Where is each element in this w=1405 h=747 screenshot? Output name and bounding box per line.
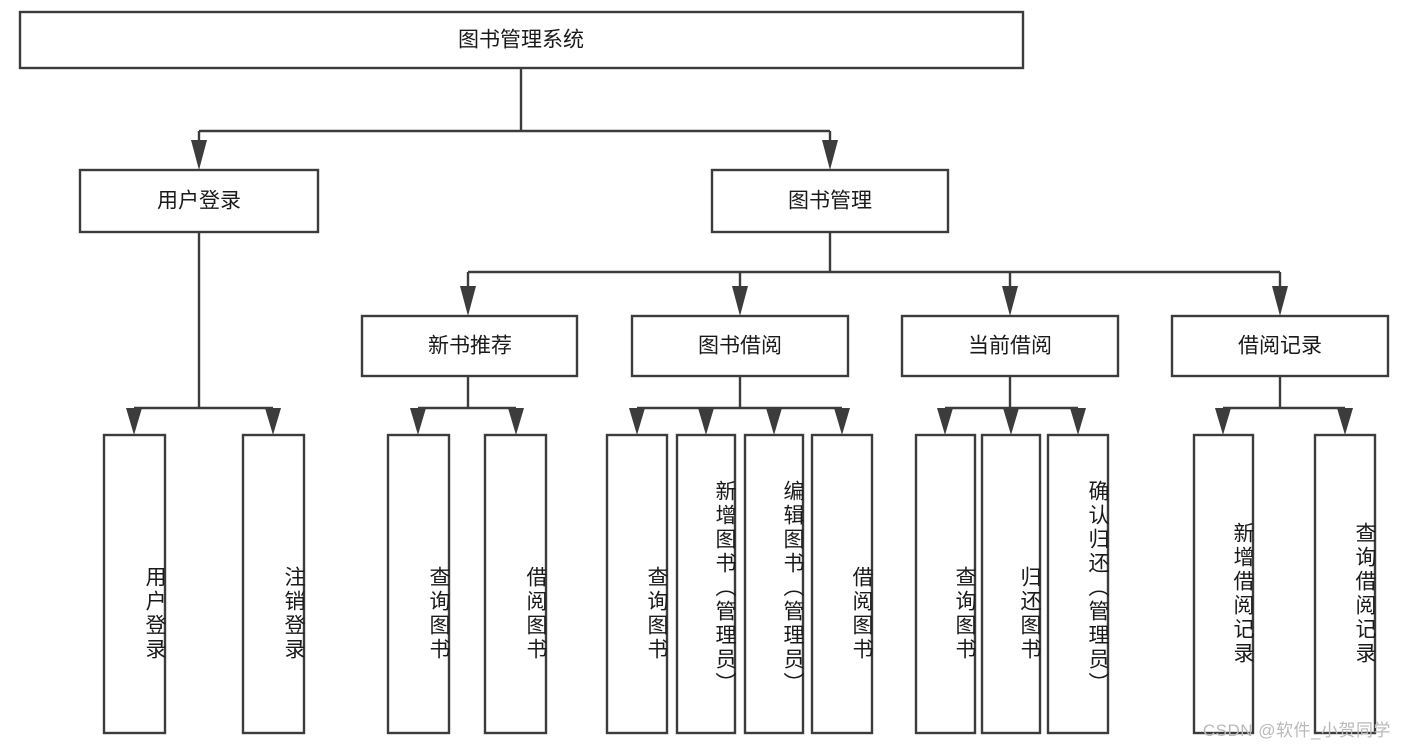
arrow-head-leaf-query-book-3: [937, 408, 953, 435]
arrow-head-new-book-recommend: [460, 286, 476, 316]
node-box-root: [18, 10, 1025, 70]
node-book-management[interactable]: 图书管理: [710, 168, 950, 234]
node-current-borrow[interactable]: 当前借阅: [900, 314, 1120, 378]
arrow-head-leaf-query-book-1: [410, 408, 426, 435]
edges-root-to-level2: [191, 68, 838, 170]
node-label-current-borrow: 当前借阅: [968, 335, 1052, 358]
node-borrow-record[interactable]: 借阅记录: [1170, 314, 1390, 378]
arrow-head-leaf-add-record: [1215, 408, 1231, 435]
node-book-borrow[interactable]: 图书借阅: [630, 314, 850, 378]
arrow-head-leaf-user-login: [126, 408, 142, 435]
arrow-head-leaf-query-record: [1337, 408, 1353, 435]
node-label-book-borrow: 图书借阅: [698, 335, 782, 358]
edges-currentborrow-to-leaves: [937, 376, 1086, 435]
node-root-system[interactable]: 图书管理系统: [18, 10, 1025, 70]
watermark-text: CSDN @软件_小贺同学: [1202, 721, 1391, 740]
node-box-book-management: [710, 168, 950, 234]
node-label-borrow-record: 借阅记录: [1238, 335, 1322, 358]
arrow-head-leaf-return-book: [1003, 408, 1019, 435]
node-box-leaf-borrow-book-1[interactable]: [483, 433, 548, 735]
node-box-leaf-add-book[interactable]: [675, 433, 737, 735]
node-box-leaf-return-book[interactable]: [980, 433, 1042, 735]
edges-newbook-to-leaves: [410, 376, 524, 435]
node-box-leaf-query-record[interactable]: [1313, 433, 1377, 735]
node-label-book-management: 图书管理: [788, 190, 872, 213]
arrow-head-current-borrow: [1002, 286, 1018, 316]
node-box-leaf-query-book-3[interactable]: [914, 433, 977, 735]
edges-bookmgmt-to-level3: [460, 232, 1288, 316]
arrow-head-leaf-add-book: [698, 408, 714, 435]
node-box-leaf-query-book-1[interactable]: [386, 433, 451, 735]
node-box-current-borrow: [900, 314, 1120, 378]
node-box-leaf-add-record[interactable]: [1192, 433, 1255, 735]
node-box-leaf-edit-book[interactable]: [743, 433, 805, 735]
leaf-boxes: [102, 433, 1377, 735]
arrow-head-leaf-borrow-book-1: [508, 408, 524, 435]
node-label-root: 图书管理系统: [458, 29, 584, 52]
arrow-head-leaf-query-book-2: [629, 408, 645, 435]
edges-bookborrow-to-leaves: [629, 376, 850, 435]
arrow-head-book-management: [822, 140, 838, 170]
node-box-leaf-borrow-book-2[interactable]: [810, 433, 874, 735]
node-user-login[interactable]: 用户登录: [78, 168, 320, 234]
arrow-head-leaf-borrow-book-2: [834, 408, 850, 435]
arrow-head-borrow-record: [1272, 286, 1288, 316]
edges-borrowrecord-to-leaves: [1215, 376, 1353, 435]
node-box-leaf-query-book-2[interactable]: [605, 433, 669, 735]
node-box-leaf-confirm-return[interactable]: [1046, 433, 1110, 735]
arrow-head-user-login: [191, 140, 207, 170]
node-box-user-login: [78, 168, 320, 234]
arrow-head-leaf-logout: [265, 408, 281, 435]
node-new-book-recommend[interactable]: 新书推荐: [360, 314, 579, 378]
arrow-head-leaf-edit-book: [766, 408, 782, 435]
node-box-borrow-record: [1170, 314, 1390, 378]
node-box-new-book-recommend: [360, 314, 579, 378]
arrow-head-leaf-confirm-return: [1070, 408, 1086, 435]
arrow-head-book-borrow: [732, 286, 748, 316]
node-label-new-book-recommend: 新书推荐: [428, 335, 512, 358]
edges-userlogin-to-leaves: [126, 232, 281, 435]
node-box-leaf-logout[interactable]: [241, 433, 306, 735]
node-box-book-borrow: [630, 314, 850, 378]
node-label-user-login: 用户登录: [157, 190, 241, 213]
node-box-leaf-user-login[interactable]: [102, 433, 167, 735]
